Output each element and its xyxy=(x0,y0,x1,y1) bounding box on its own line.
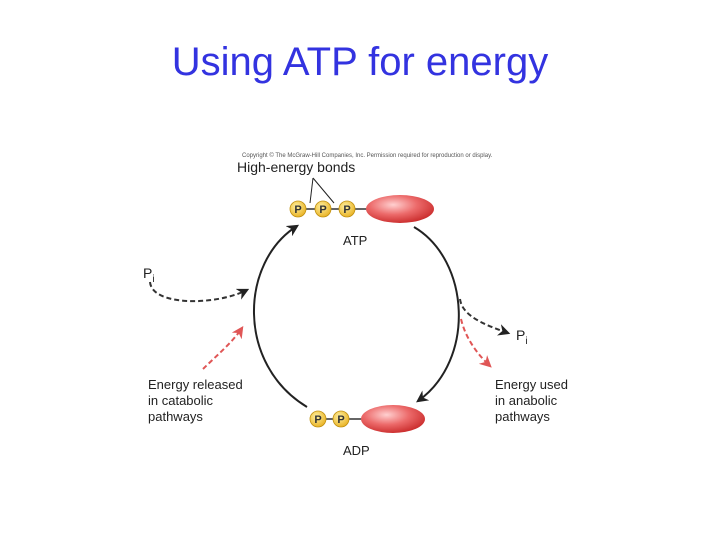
pi-input-arrow xyxy=(149,281,250,303)
adp-label: ADP xyxy=(343,443,370,458)
copyright-note: Copyright © The McGraw-Hill Companies, I… xyxy=(242,152,493,159)
bond-pointer-left xyxy=(309,177,314,204)
energy-used-line-2: in anabolic xyxy=(495,393,558,408)
high-energy-bonds-label: High-energy bonds xyxy=(237,159,355,175)
energy-released-line-2: in catabolic xyxy=(148,393,214,408)
pi-output-arrow xyxy=(459,298,511,336)
adp-phosphate-2-label: P xyxy=(337,414,344,426)
atp-phosphate-1 xyxy=(289,200,307,218)
atp-phosphate-1-label: P xyxy=(294,204,301,216)
energy-released-line-1: Energy released xyxy=(148,377,243,392)
adp-phosphate-1-label: P xyxy=(314,414,321,426)
energy-released-arrow xyxy=(202,326,244,370)
energy-used-line-3: pathways xyxy=(495,409,550,424)
left-cycle-arc xyxy=(253,224,308,408)
energy-used-line-1: Energy used xyxy=(495,377,568,392)
atp-phosphate-3 xyxy=(338,200,356,218)
right-cycle-arc xyxy=(413,226,460,403)
pi-output-label: Pi xyxy=(516,327,528,347)
atp-phosphate-3-label: P xyxy=(343,204,350,216)
atp-phosphate-2 xyxy=(314,200,332,218)
atp-adenosine xyxy=(366,195,434,223)
energy-released-line-3: pathways xyxy=(148,409,203,424)
atp-molecule: P P P xyxy=(289,195,434,223)
energy-used-arrow xyxy=(460,318,492,368)
slide-title: Using ATP for energy xyxy=(171,40,549,84)
atp-phosphate-2-label: P xyxy=(319,204,326,216)
adp-phosphate-1 xyxy=(309,410,327,428)
atp-label: ATP xyxy=(343,233,367,248)
pi-input-label: Pi xyxy=(143,265,155,285)
adp-adenosine xyxy=(361,405,425,433)
adp-phosphate-2 xyxy=(332,410,350,428)
adp-molecule: P P xyxy=(309,405,425,433)
bond-pointer-right xyxy=(312,177,335,204)
